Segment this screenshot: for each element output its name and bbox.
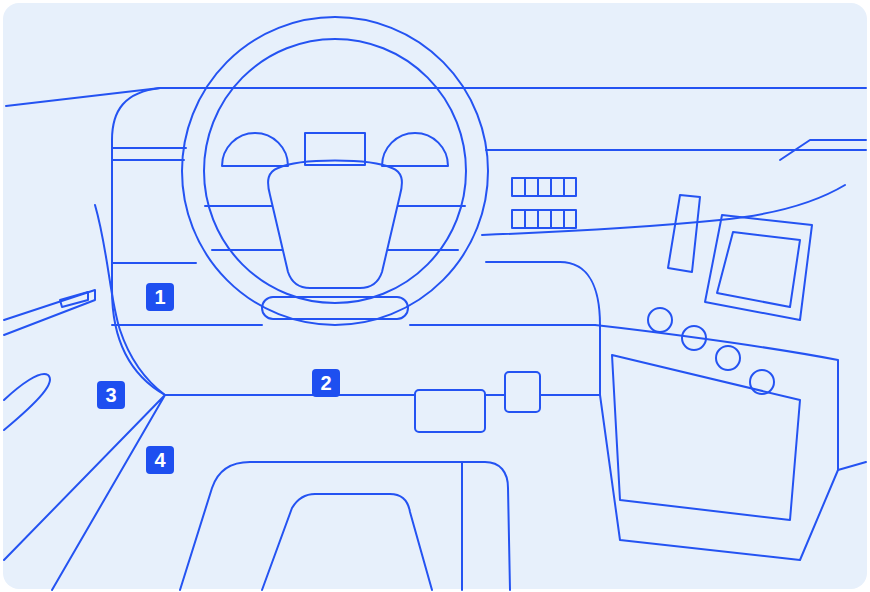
wheel-spoke [205,206,465,250]
dash-band [486,149,866,151]
callout-number: 3 [97,381,125,409]
steering-wheel-outer [182,17,488,325]
screen [705,215,812,320]
screen-inner [717,232,800,307]
knob [648,308,672,332]
side-panel [668,195,700,272]
lower-dash-line [165,394,600,396]
knob [716,346,740,370]
module-box [415,390,485,432]
console-slot [612,355,800,520]
door-handle [4,290,95,335]
module-box [505,372,540,412]
center-console [595,325,838,560]
knob [750,370,774,394]
vent-slat [525,178,564,228]
windshield-line [6,88,866,106]
seat [180,462,510,590]
knob [682,326,706,350]
callout-number: 1 [146,283,174,311]
floor-line [4,395,165,590]
console-edge [486,262,600,395]
vent [512,178,576,196]
dash-top-right [780,140,866,160]
background-panel [3,3,867,589]
steering-wheel-inner [204,39,466,303]
dash-band [112,148,186,160]
door-button [60,292,88,307]
dash-edge [838,462,866,470]
dash-band [112,263,595,325]
wheel-hub [268,161,402,289]
left-pillar [112,88,165,395]
dash-contour [482,185,845,235]
callout-number: 2 [312,369,340,397]
seat-back [262,494,432,590]
vent [512,210,576,228]
callout-number: 4 [146,446,174,474]
wheel-grip [262,297,408,319]
seat-seam [461,462,463,590]
door-pocket [4,374,50,430]
dashboard-lines [4,17,866,590]
